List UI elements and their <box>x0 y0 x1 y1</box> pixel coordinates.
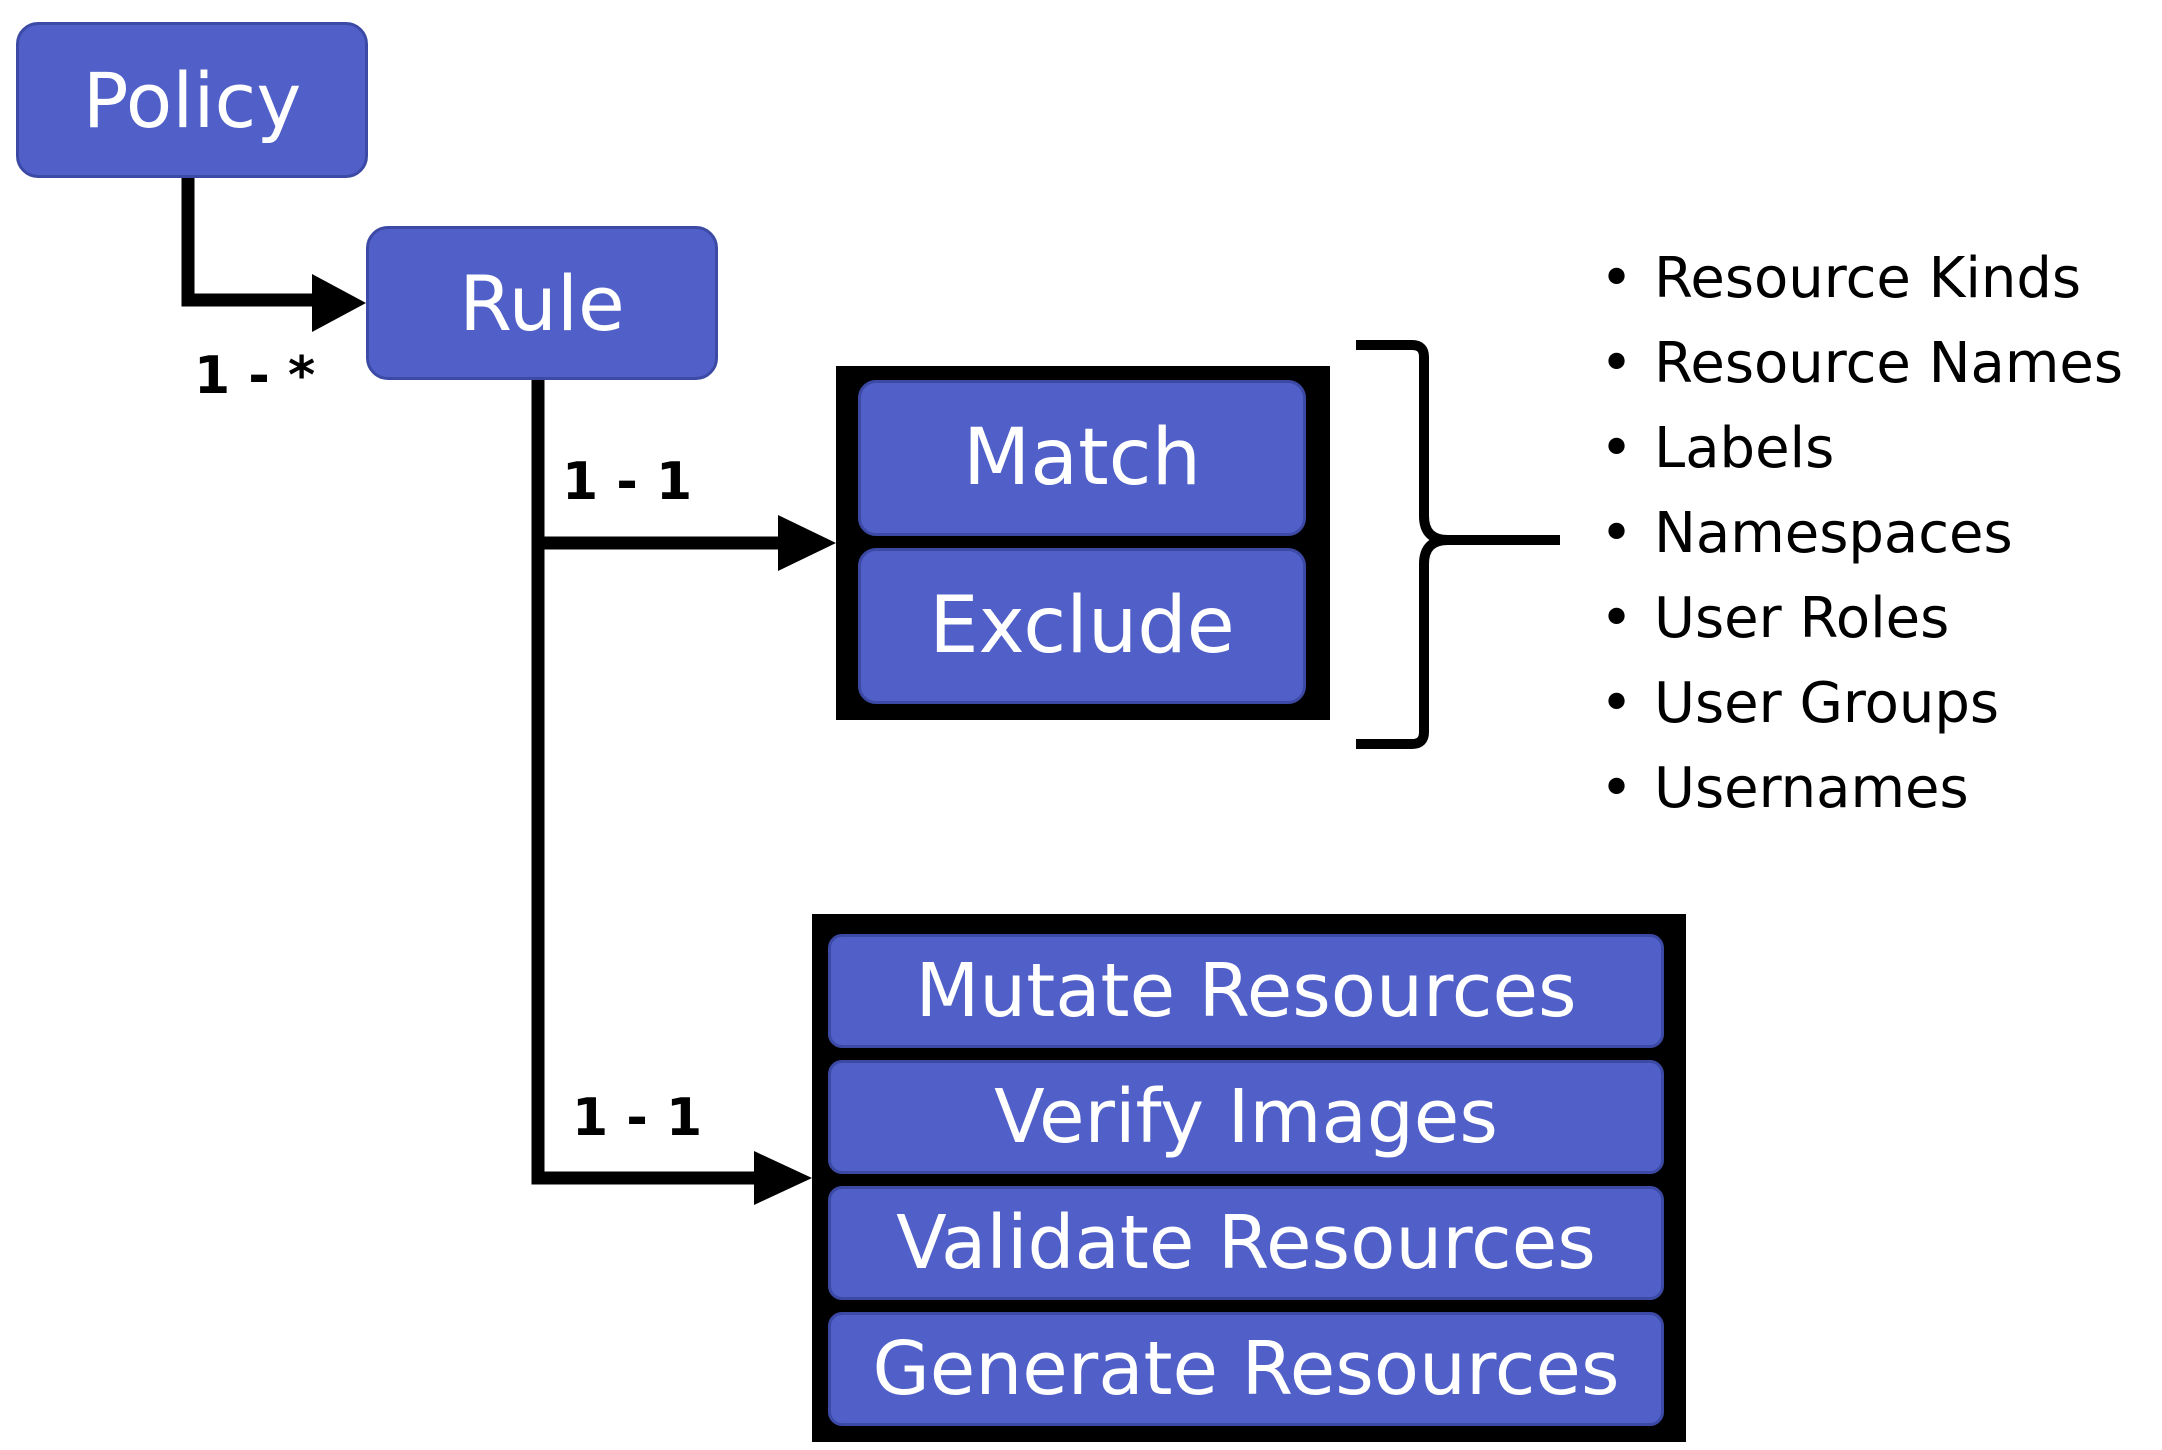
brace-connector <box>1356 340 1560 749</box>
action-label: Mutate Resources <box>915 948 1577 1034</box>
criteria-label: Namespaces <box>1654 501 2013 566</box>
criteria-item: • User Groups <box>1588 661 2123 746</box>
action-label: Generate Resources <box>872 1326 1620 1412</box>
rule-node: Rule <box>366 226 718 380</box>
bullet-icon: • <box>1600 671 1634 736</box>
criteria-label: Resource Kinds <box>1654 246 2082 311</box>
action-generate-resources: Generate Resources <box>828 1312 1664 1426</box>
policy-rule-connector <box>181 178 318 307</box>
exclude-label: Exclude <box>929 581 1235 671</box>
arrowhead-actions <box>754 1151 812 1205</box>
arrowhead-rule <box>312 274 366 332</box>
criteria-label: Usernames <box>1654 756 1969 821</box>
multiplicity-rule-match: 1 - 1 <box>562 452 693 512</box>
criteria-label: User Roles <box>1654 586 1950 651</box>
criteria-item: • Namespaces <box>1588 491 2123 576</box>
arrowhead-match-exclude <box>778 515 836 571</box>
rule-trunk-connector <box>531 378 760 1185</box>
policy-label: Policy <box>82 55 302 145</box>
bullet-icon: • <box>1600 586 1634 651</box>
criteria-item: • Usernames <box>1588 746 2123 831</box>
multiplicity-rule-actions: 1 - 1 <box>572 1088 703 1148</box>
action-validate-resources: Validate Resources <box>828 1186 1664 1300</box>
action-mutate-resources: Mutate Resources <box>828 934 1664 1048</box>
bullet-icon: • <box>1600 246 1634 311</box>
criteria-item: • Labels <box>1588 406 2123 491</box>
rule-label: Rule <box>459 258 625 348</box>
match-node: Match <box>858 380 1306 536</box>
bullet-icon: • <box>1600 756 1634 821</box>
criteria-label: Resource Names <box>1654 331 2123 396</box>
criteria-label: Labels <box>1654 416 1835 481</box>
criteria-item: • User Roles <box>1588 576 2123 661</box>
action-verify-images: Verify Images <box>828 1060 1664 1174</box>
exclude-node: Exclude <box>858 548 1306 704</box>
criteria-label: User Groups <box>1654 671 2000 736</box>
bullet-icon: • <box>1600 331 1634 396</box>
multiplicity-policy-rule: 1 - * <box>194 346 316 406</box>
match-label: Match <box>963 413 1201 503</box>
action-label: Validate Resources <box>896 1200 1596 1286</box>
action-label: Verify Images <box>994 1074 1498 1160</box>
match-criteria-list: •Resource Kinds •Resource Names •Labels … <box>1588 236 2123 831</box>
criteria-item: • Resource Kinds <box>1588 236 2123 321</box>
policy-node: Policy <box>16 22 368 178</box>
bullet-icon: • <box>1600 416 1634 481</box>
criteria-item: • Resource Names <box>1588 321 2123 406</box>
bullet-icon: • <box>1600 501 1634 566</box>
